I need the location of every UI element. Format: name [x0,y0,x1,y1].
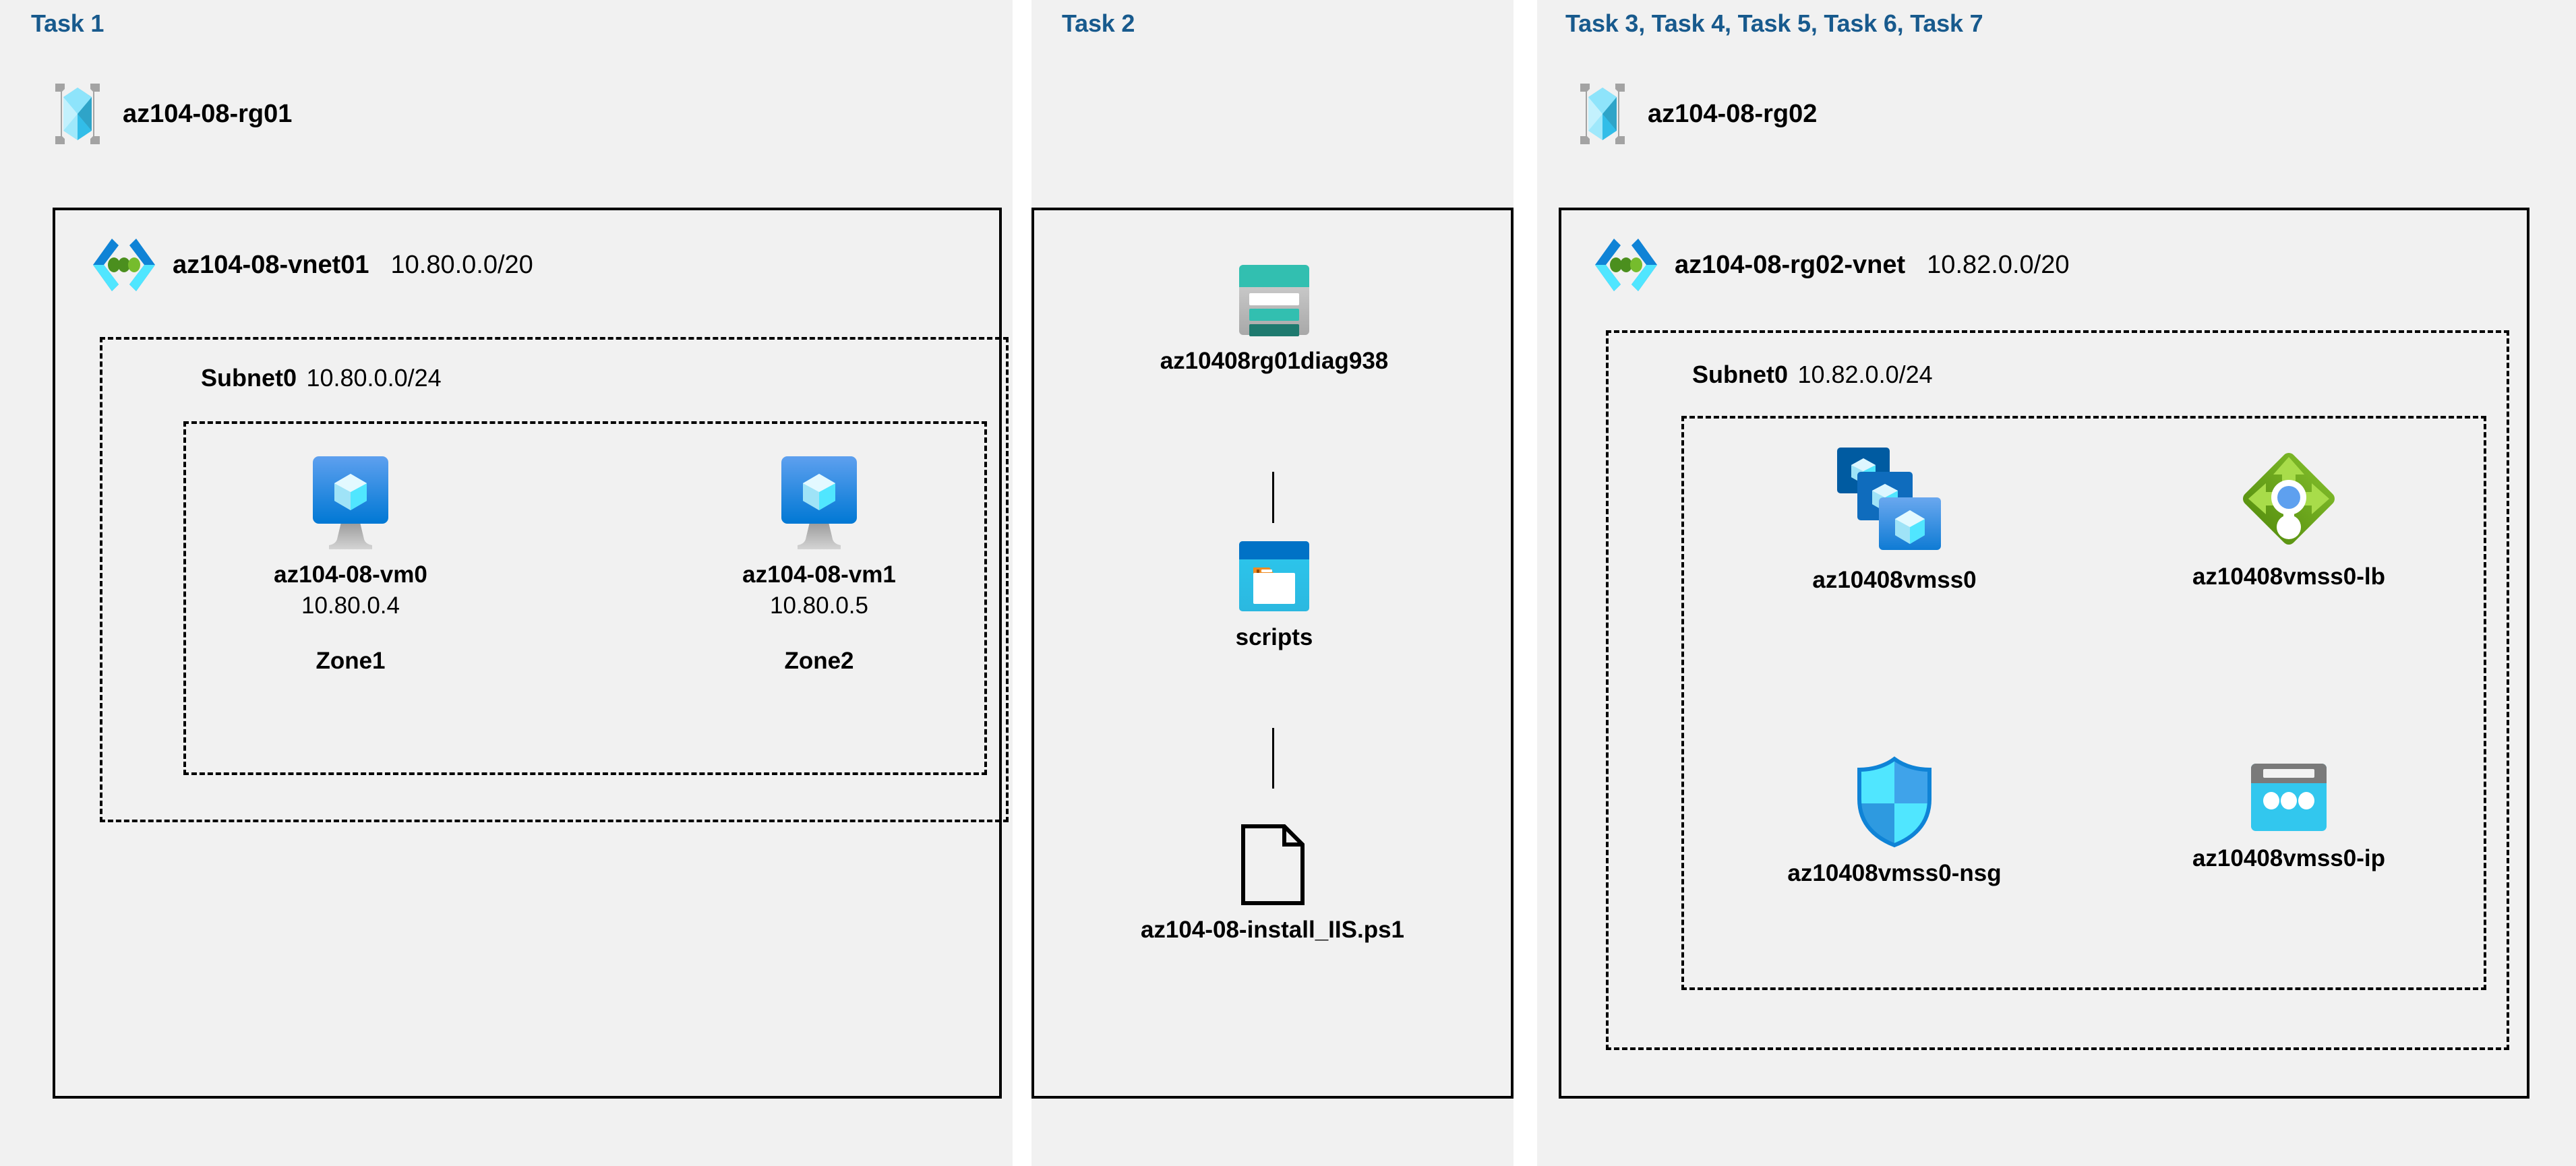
resource-group-icon [47,81,108,147]
task1-label: Task 1 [31,9,104,37]
virtual-network-icon [89,236,159,294]
task3-resource-group: az104-08-rg02 [1572,81,1817,147]
task3-vnet-cidr: 10.82.0.0/20 [1927,250,2070,279]
task2-file[interactable]: az104-08-install_IIS.ps1 [1072,824,1473,944]
file-icon [1240,824,1306,906]
task1-vm-0[interactable]: az104-08-vm0 10.80.0.4 Zone1 [239,455,462,675]
task3-nsg-name: az10408vmss0-nsg [1787,860,2002,886]
connector-storage-to-container [1272,472,1274,523]
public-ip-address-icon [2248,762,2329,834]
task3-ip-name: az10408vmss0-ip [2192,845,2386,871]
connector-container-to-file [1272,728,1274,789]
resource-group-icon [1572,81,1633,147]
task3-rg-name: az104-08-rg02 [1648,99,1818,128]
task3-nsg[interactable]: az10408vmss0-nsg [1746,755,2043,887]
task3-7-label: Task 3, Task 4, Task 5, Task 6, Task 7 [1565,9,1983,37]
task3-public-ip[interactable]: az10408vmss0-ip [2137,762,2440,872]
task3-vnet-box [1559,208,2529,1099]
task2-storage-account[interactable]: az10408rg01diag938 [1106,263,1443,375]
virtual-machine-icon [779,455,860,551]
task1-vm0-zone: Zone1 [316,648,386,674]
task1-vm-1[interactable]: az104-08-vm1 10.80.0.5 Zone2 [708,455,930,675]
virtual-machine-icon [310,455,391,551]
task3-lb-name: az10408vmss0-lb [2192,563,2386,590]
task2-storage-name: az10408rg01diag938 [1160,348,1389,374]
task3-subnet-box [1606,330,2509,1050]
task2-container-name: scripts [1235,624,1313,650]
panel-task1 [0,0,1013,1166]
task3-load-balancer[interactable]: az10408vmss0-lb [2130,445,2447,590]
task1-resource-group: az104-08-rg01 [47,81,292,147]
task1-subnet: Subnet0 10.80.0.0/24 [201,364,442,392]
task1-vnet-box [53,208,1002,1099]
task1-vm1-ip: 10.80.0.5 [770,592,868,619]
blob-container-icon [1237,539,1311,613]
task1-vm0-name: az104-08-vm0 [274,561,427,588]
storage-account-icon [1237,263,1311,337]
task3-vnet-name: az104-08-rg02-vnet [1675,250,1906,279]
task3-vmss-name: az10408vmss0 [1812,567,1977,593]
task2-box [1031,208,1514,1099]
task1-vnet-name: az104-08-vnet01 [173,250,369,279]
task3-subnet-cidr: 10.82.0.0/24 [1797,361,1933,388]
task1-vm0-ip: 10.80.0.4 [301,592,400,619]
task2-file-name: az104-08-install_IIS.ps1 [1140,917,1405,943]
vm-scale-set-icon [1837,445,1952,556]
task1-vm1-name: az104-08-vm1 [742,561,896,588]
task1-subnet-cidr: 10.80.0.0/24 [306,364,442,392]
task3-subnet: Subnet0 10.82.0.0/24 [1692,361,1933,389]
network-security-group-icon [1853,755,1936,849]
task1-subnet-name: Subnet0 [201,364,297,392]
task2-label: Task 2 [1062,9,1135,37]
task1-rg-name: az104-08-rg01 [123,99,293,128]
task1-vm-group-box [183,421,987,775]
task2-container[interactable]: scripts [1139,539,1409,651]
task1-subnet-box [100,337,1009,822]
task1-vnet: az104-08-vnet01 10.80.0.0/20 [89,236,533,294]
task3-resource-group-box [1681,416,2486,990]
task3-vnet: az104-08-rg02-vnet 10.82.0.0/20 [1591,236,2069,294]
task3-vmss[interactable]: az10408vmss0 [1746,445,2043,594]
task1-vnet-cidr: 10.80.0.0/20 [390,250,533,279]
virtual-network-icon [1591,236,1661,294]
task1-vm1-zone: Zone2 [784,648,854,674]
load-balancer-icon [2235,445,2343,553]
task3-subnet-name: Subnet0 [1692,361,1789,388]
panel-task3-7 [1537,0,2576,1166]
